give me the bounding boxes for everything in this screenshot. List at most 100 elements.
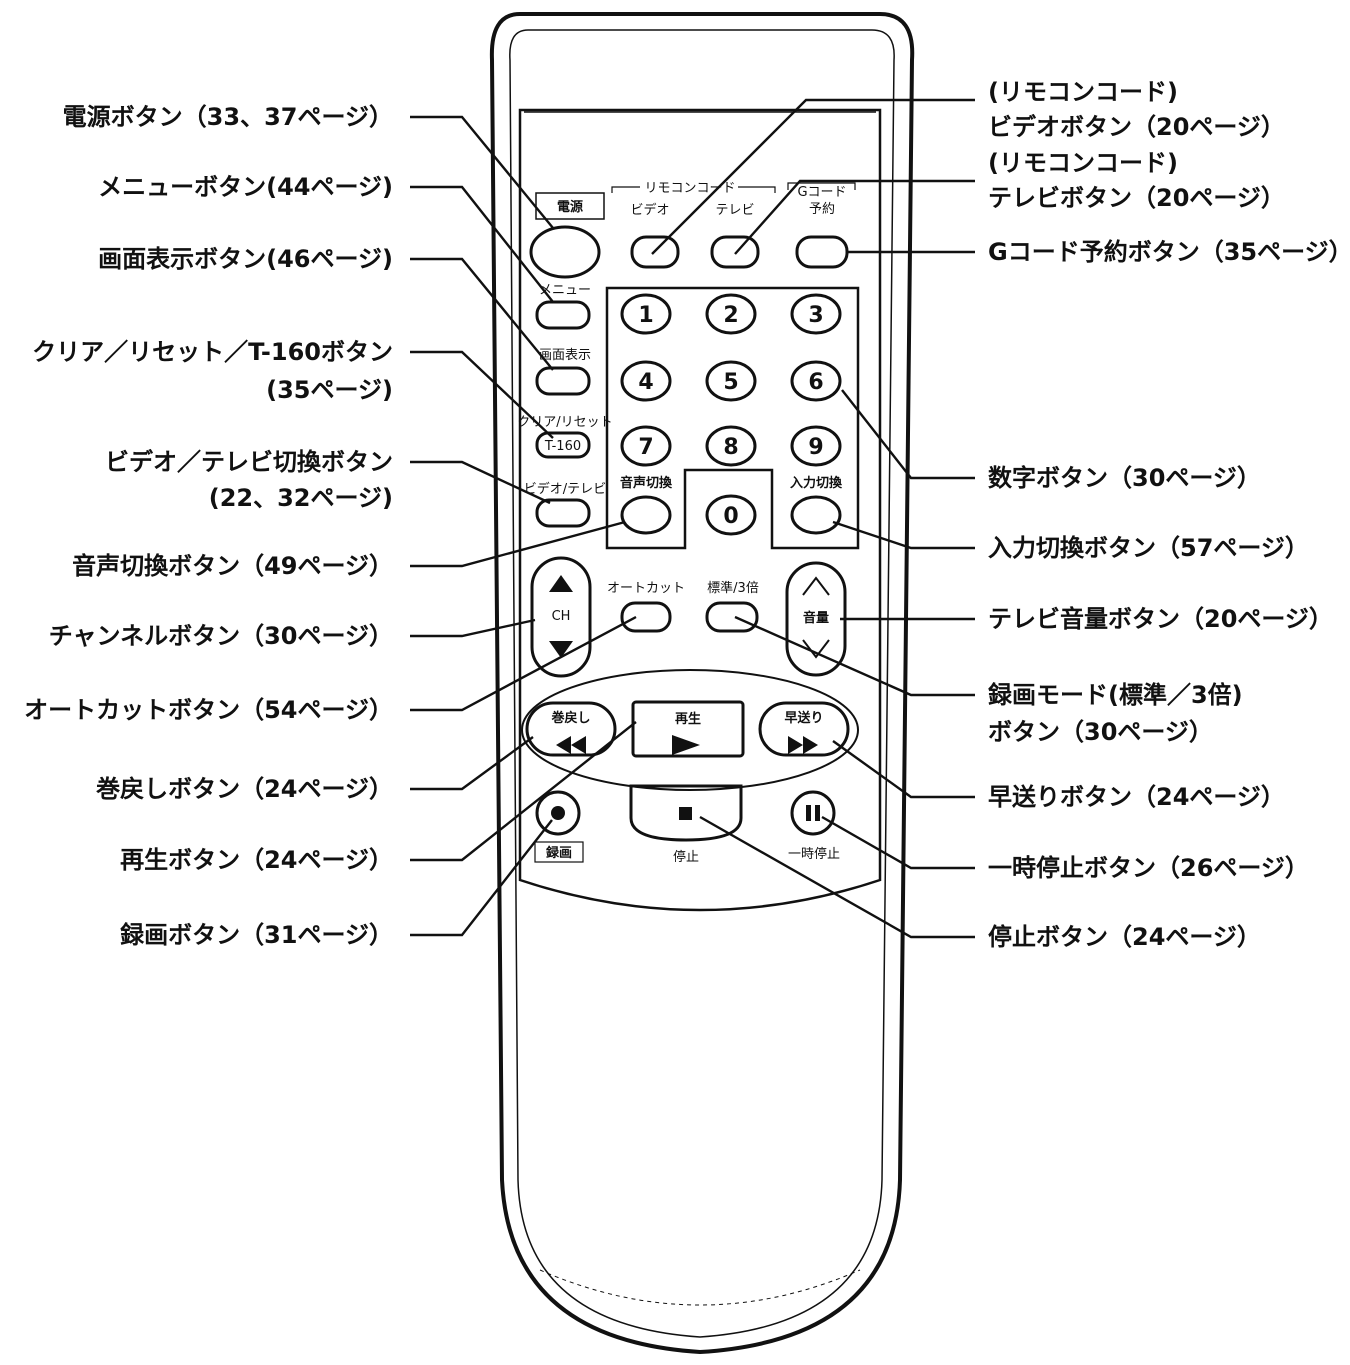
digit-button-2[interactable]: 2: [705, 293, 757, 335]
digit-button-shape[interactable]: [620, 293, 672, 335]
callout-rec: 録画ボタン（31ページ）: [120, 921, 393, 949]
pause-label: 一時停止: [788, 846, 840, 862]
digit-button-1[interactable]: 1: [620, 293, 672, 335]
callout-play: 再生ボタン（24ページ）: [120, 846, 393, 874]
input-label: 入力切換: [790, 475, 843, 491]
clear-button[interactable]: [535, 431, 591, 459]
transport-oval: [521, 669, 859, 791]
callouts-left: 電源ボタン（33、37ページ） メニューボタン(44ページ) 画面表示ボタン(4…: [24, 103, 393, 949]
transport-group: 巻戻し 再生 早送り 録画 停止 一時停止: [521, 669, 859, 865]
gcode-button[interactable]: [795, 235, 849, 269]
stop-button[interactable]: [629, 784, 743, 842]
remote-body: [489, 12, 915, 1355]
video-code-button[interactable]: [630, 235, 680, 269]
channel-rocker[interactable]: [530, 556, 592, 678]
digit-label: 2: [723, 303, 738, 328]
callout-rewind: 巻戻しボタン（24ページ）: [96, 775, 393, 803]
digit-label: 3: [808, 303, 823, 328]
rec-label-box: [534, 841, 584, 863]
digit-button-shape[interactable]: [705, 293, 757, 335]
callout-tvvol: テレビ音量ボタン（20ページ）: [988, 605, 1333, 633]
volume-label: 音量: [803, 610, 829, 626]
autocut-button[interactable]: [620, 601, 672, 633]
digit-button-shape[interactable]: [790, 293, 842, 335]
callout-tvcode: (リモコンコード): [988, 149, 1178, 177]
remocon-code-group: リモコンコード ビデオ テレビ: [611, 181, 776, 269]
callout-videocode-2: ビデオボタン（20ページ）: [988, 113, 1285, 141]
digit-label: 7: [638, 435, 653, 460]
display-label: 画面表示: [539, 348, 591, 363]
ff-label: 早送り: [784, 710, 823, 726]
vtv-label: ビデオ/テレビ: [524, 481, 606, 497]
autocut-label: オートカット: [607, 581, 685, 596]
menu-label: メニュー: [539, 283, 591, 298]
digit-button-shape[interactable]: [705, 360, 757, 402]
callout-gcode: Gコード予約ボタン（35ページ）: [988, 238, 1350, 266]
digit-button-8[interactable]: 8: [705, 425, 757, 467]
stop-icon: [679, 807, 692, 820]
digit-button-shape[interactable]: [790, 425, 842, 467]
digit-button-shape[interactable]: [790, 360, 842, 402]
tv-code-button[interactable]: [710, 235, 760, 269]
play-button[interactable]: [631, 700, 745, 758]
digit-button-6[interactable]: 6: [790, 360, 842, 402]
digit-button-7[interactable]: 7: [620, 425, 672, 467]
ch-label: CH: [552, 609, 571, 624]
channel-up-icon[interactable]: [549, 575, 573, 592]
digit-label: 6: [808, 370, 823, 395]
digit-button-shape[interactable]: [705, 425, 757, 467]
gcode-bottom-label: 予約: [809, 202, 835, 217]
callout-audio: 音声切換ボタン（49ページ）: [72, 552, 393, 580]
vtv-button[interactable]: [535, 498, 591, 528]
digit-button-3[interactable]: 3: [790, 293, 842, 335]
pause-icon: [806, 805, 811, 821]
callout-autocut: オートカットボタン（54ページ）: [24, 696, 393, 724]
rewind-button[interactable]: [525, 701, 617, 757]
input-button[interactable]: [790, 495, 842, 535]
menu-button[interactable]: [535, 300, 591, 330]
callout-ff: 早送りボタン（24ページ）: [988, 783, 1285, 811]
digit-button-5[interactable]: 5: [705, 360, 757, 402]
audio-button[interactable]: [620, 495, 672, 535]
play-icon: [672, 735, 700, 755]
digit-button-0[interactable]: 0: [705, 494, 757, 536]
tv-label: テレビ: [715, 203, 754, 218]
digit-label: 9: [808, 435, 823, 460]
digit-label: 0: [723, 504, 738, 529]
rec-icon: [551, 806, 565, 820]
digit-label: 8: [723, 435, 738, 460]
callout-vtv-page: (22、32ページ): [209, 484, 393, 512]
volume-up-icon[interactable]: [802, 576, 830, 596]
stop-label: 停止: [673, 849, 699, 865]
autocut-group: オートカット: [607, 581, 685, 633]
callout-power: 電源ボタン（33、37ページ）: [63, 103, 393, 131]
leader-lines: [410, 98, 975, 939]
channel-group: CH: [530, 556, 592, 678]
play-label: 再生: [675, 711, 701, 727]
callout-digits: 数字ボタン（30ページ）: [988, 464, 1261, 492]
power-button-group: 電源: [529, 192, 605, 279]
ff-button[interactable]: [758, 701, 850, 757]
digit-button-shape[interactable]: [705, 494, 757, 536]
callout-pause: 一時停止ボタン（26ページ）: [988, 854, 1309, 882]
digit-button-shape[interactable]: [620, 360, 672, 402]
recmode-button[interactable]: [705, 601, 759, 633]
callout-clear-page: (35ページ): [266, 376, 393, 404]
display-button[interactable]: [535, 366, 591, 396]
channel-down-icon[interactable]: [549, 641, 573, 658]
digit-button-shape[interactable]: [620, 425, 672, 467]
gcode-group: Gコード 予約: [787, 182, 856, 269]
callout-input: 入力切換ボタン（57ページ）: [988, 534, 1309, 562]
digit-label: 1: [638, 303, 653, 328]
rec-button[interactable]: [535, 790, 581, 836]
digit-button-9[interactable]: 9: [790, 425, 842, 467]
volume-group: 音量: [785, 561, 847, 677]
power-button[interactable]: [529, 225, 601, 279]
volume-down-icon[interactable]: [802, 639, 830, 659]
digit-button-4[interactable]: 4: [620, 360, 672, 402]
recmode-group: 標準/3倍: [705, 580, 759, 633]
left-column: メニュー 画面表示 クリア/リセット T-160 ビデオ/テレビ: [517, 283, 613, 528]
pause-button[interactable]: [790, 790, 836, 836]
